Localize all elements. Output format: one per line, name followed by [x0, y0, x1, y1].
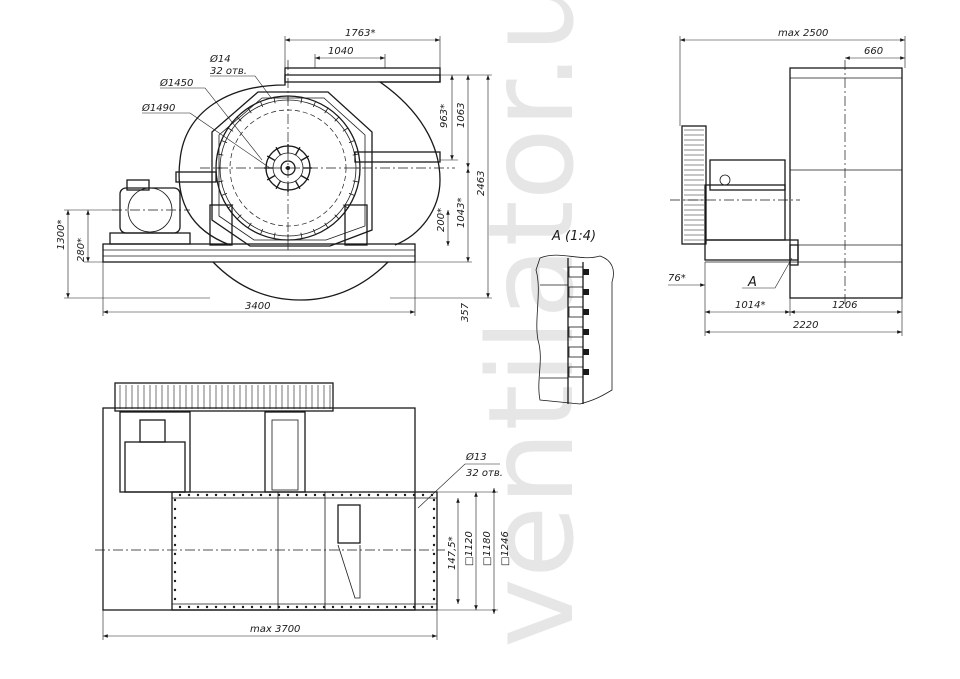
hole-count-label: 32 отв. [210, 66, 247, 77]
side-width-1014-label: 1014* [735, 300, 765, 311]
flange-bolts [173, 493, 436, 609]
height-1063-label: 1063 [456, 103, 467, 128]
side-width-660-label: 660 [864, 46, 883, 57]
side-label-a: А [747, 275, 757, 290]
width-3400-label: 3400 [245, 301, 270, 312]
detail-bolts [568, 266, 589, 378]
motor-fins [684, 129, 704, 241]
plan-square-1246-label: □1246 [500, 531, 511, 566]
detail-a: А (1:4) [535, 229, 614, 405]
inner-diameter-label: Ø1450 [159, 77, 193, 89]
plan-width-max-label: max 3700 [250, 624, 300, 635]
side-motor-fan [681, 125, 707, 245]
width-1763-label: 1763* [345, 28, 375, 39]
plan-square-1120-label: □1120 [464, 531, 475, 566]
plan-view: Ø13 32 отв. 147,5* □1120 □1180 □1246 max… [95, 382, 511, 640]
height-963-label: 963* [439, 104, 450, 128]
plan-square-1180-label: □1180 [482, 531, 493, 566]
plan-height-147-label: 147,5* [447, 536, 458, 570]
height-1043-label: 1043* [456, 198, 467, 228]
plan-hole-diameter-label: Ø13 [465, 451, 487, 463]
motor-body [119, 187, 181, 234]
front-view: Ø14 32 отв. Ø1450 Ø1490 1763* 1040 963* … [56, 28, 492, 322]
plan-grille [114, 382, 334, 412]
side-width-76-label: 76* [668, 273, 686, 284]
side-width-2220-label: 2220 [793, 320, 818, 331]
width-1040-label: 1040 [328, 46, 353, 57]
rim-bolts [216, 96, 360, 240]
plan-hole-count-label: 32 отв. [466, 468, 503, 479]
height-280-label: 280* [76, 238, 87, 262]
height-357-label: 357 [460, 302, 471, 322]
detail-a-title: А (1:4) [551, 229, 596, 244]
outer-diameter-label: Ø1490 [141, 102, 175, 114]
side-width-1206-label: 1206 [832, 300, 857, 311]
side-view: max 2500 660 76* А 1014* 1206 2220 [668, 28, 906, 336]
watermark: ventilator.ua [462, 0, 600, 648]
height-2463-label: 2463 [476, 171, 487, 196]
height-1300-label: 1300* [56, 220, 67, 250]
side-width-max-label: max 2500 [778, 28, 828, 39]
hole-diameter-label: Ø14 [209, 53, 231, 65]
height-200-label: 200* [436, 208, 447, 232]
